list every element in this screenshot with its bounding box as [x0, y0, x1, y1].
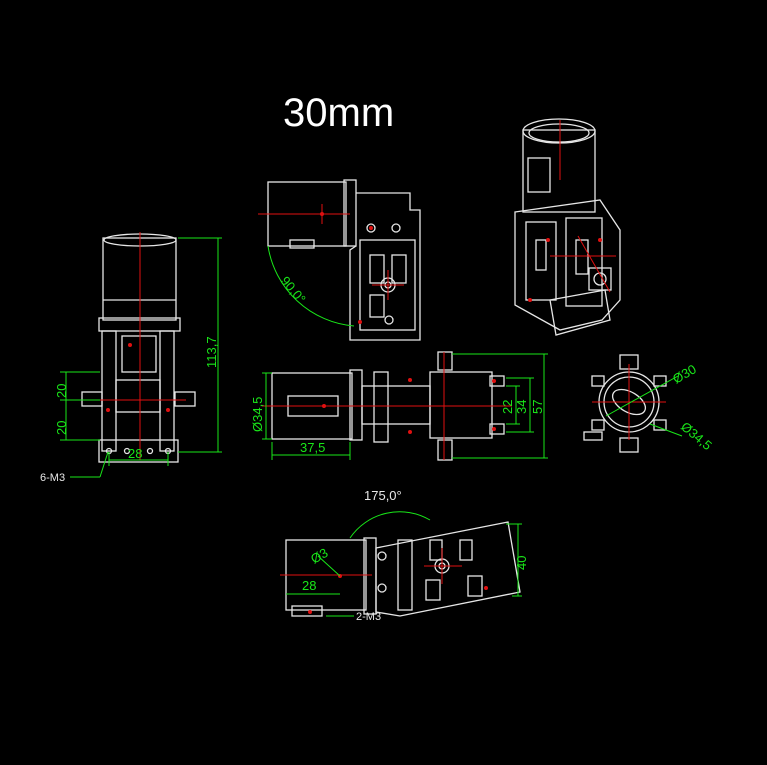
dim-front-base-width: 28	[128, 446, 142, 461]
label-front-holes: 6-M3	[40, 472, 65, 484]
dim-top-diameter-small: Ø30	[670, 361, 699, 386]
dim-hole-diameter: Ø3	[308, 545, 331, 567]
front-view	[60, 232, 222, 478]
dim-fold-angle: 175,0°	[364, 488, 402, 503]
dim-bottom-length: 28	[302, 578, 316, 593]
dim-bottom-height: 40	[514, 556, 529, 570]
end-view	[583, 354, 683, 453]
dim-top-diameter-large: Ø34,5	[678, 419, 715, 453]
isometric-view	[514, 118, 621, 336]
dim-front-upper: 20	[54, 384, 69, 398]
dim-height-total: 113,7	[204, 336, 219, 368]
drawing-title: 30mm	[283, 91, 395, 135]
dim-mount-diameter: Ø34,5	[250, 397, 265, 432]
dim-rotation-angle: 90,0°	[278, 273, 309, 306]
dim-plate-outer: 57	[530, 400, 545, 414]
label-bottom-holes: 2-M3	[356, 611, 381, 623]
dim-plate-inner: 22	[500, 400, 515, 414]
side-view	[258, 179, 421, 341]
top-view	[262, 351, 548, 461]
dim-plate-mid: 34	[514, 400, 529, 414]
dim-front-lower: 20	[54, 421, 69, 435]
bottom-view	[280, 511, 522, 617]
dim-tube-length: 37,5	[300, 440, 325, 455]
